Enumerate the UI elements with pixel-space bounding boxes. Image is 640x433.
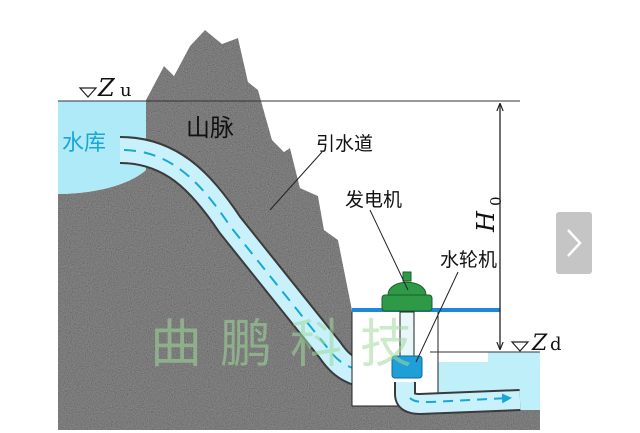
- mountain-label: 山脉: [186, 114, 234, 142]
- generator-cap: [402, 271, 412, 282]
- chevron-right-icon: [567, 229, 582, 257]
- reservoir-water: [58, 101, 146, 194]
- turbine: [391, 355, 423, 379]
- downstream-level-triangle: [510, 341, 530, 352]
- head-subscript: 0: [487, 196, 505, 206]
- outflow-arrow-line: [409, 393, 512, 404]
- next-image-button[interactable]: [556, 212, 592, 274]
- draft-tube-water: [396, 382, 521, 414]
- upstream-level-triangle: [78, 87, 98, 98]
- head-symbol: H: [472, 210, 500, 233]
- downstream-level-subscript: d: [550, 334, 562, 355]
- upstream-level-subscript: u: [120, 80, 132, 101]
- reservoir-label: 水库: [62, 131, 106, 156]
- upstream-level-symbol: Z: [97, 74, 116, 102]
- powerhouse-outline: [351, 312, 439, 407]
- generator-label: 发电机: [345, 189, 402, 211]
- headrace-label: 引水道: [316, 133, 373, 155]
- watermark: 曲鹏科技: [150, 315, 430, 375]
- generator-base: [381, 294, 433, 312]
- turbine-label: 水轮机: [440, 249, 497, 271]
- powerhouse-right-wall: [438, 312, 488, 362]
- headrace-leader: [269, 151, 323, 211]
- turbine-leader: [415, 271, 459, 363]
- generator-leader: [369, 209, 409, 291]
- downstream-level-symbol: Z: [531, 331, 548, 356]
